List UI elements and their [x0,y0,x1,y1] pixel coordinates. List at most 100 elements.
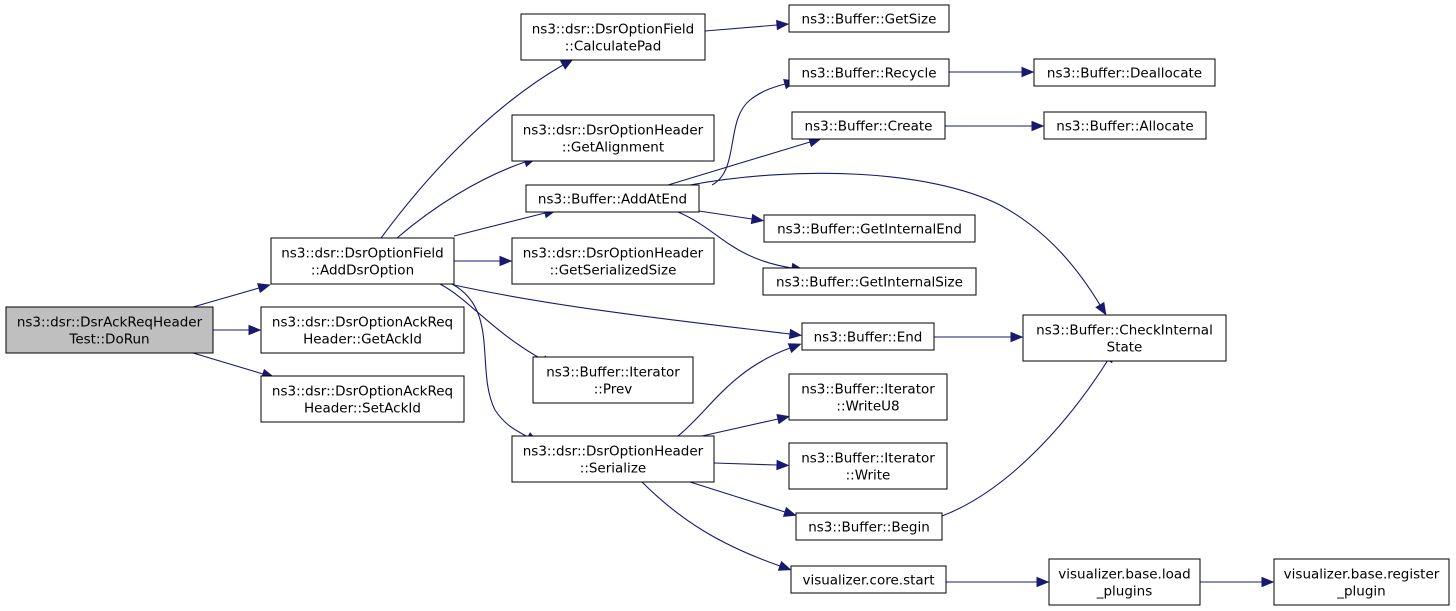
node-box [270,237,455,285]
edge-line [667,141,811,186]
node-label-line: ::GetAlignment [562,140,664,156]
node-recycle[interactable]: ns3::Buffer::Recycle [788,58,950,87]
arrowhead-icon [1021,66,1035,78]
edge-serialize-to-writeU8 [701,413,791,437]
edge-doRun-to-setAckId [192,352,275,379]
node-create[interactable]: ns3::Buffer::Create [791,111,946,140]
arrowhead-icon [776,459,790,471]
arrowhead-icon [1261,576,1275,588]
node-box [1033,58,1216,87]
node-label-line: ::Write [846,468,891,484]
node-getSize[interactable]: ns3::Buffer::GetSize [788,4,950,33]
node-allocate[interactable]: ns3::Buffer::Allocate [1043,111,1207,140]
node-label-line: ns3::Buffer::Deallocate [1047,66,1202,82]
node-label-line: Header::SetAckId [304,401,421,417]
edge-serialize-to-end [677,343,802,437]
node-begin[interactable]: ns3::Buffer::Begin [795,512,943,541]
node-serialize[interactable]: ns3::dsr::DsrOptionHeader::Serialize [511,435,715,483]
arrowhead-icon [782,506,797,517]
node-label-line: visualizer.core.start [802,573,934,589]
node-addAtEnd[interactable]: ns3::Buffer::AddAtEnd [525,184,700,213]
node-getSerializedSize[interactable]: ns3::dsr::DsrOptionHeader::GetSerialized… [511,237,715,285]
node-label-line: ns3::dsr::DsrOptionHeader [523,246,704,262]
node-writeU8[interactable]: ns3::Buffer::Iterator::WriteU8 [788,373,948,421]
node-write[interactable]: ns3::Buffer::Iterator::Write [788,442,948,490]
arrowhead-icon [499,255,513,267]
edge-vizStart-to-loadPlugins [946,576,1050,588]
node-box [1048,558,1201,606]
node-box [788,58,950,87]
edge-addAtEnd-to-recycle [711,79,797,186]
node-label-line: ns3::Buffer::GetInternalEnd [777,222,962,238]
node-box [520,13,706,61]
node-box [532,356,694,404]
node-label-line: State [1107,340,1143,356]
node-label-line: ns3::Buffer::Allocate [1056,119,1193,135]
node-label-line: ns3::dsr::DsrOptionField [532,22,694,38]
edge-line [713,462,778,466]
node-loadPlugins[interactable]: visualizer.base.load_plugins [1048,558,1201,606]
node-calculatePad[interactable]: ns3::dsr::DsrOptionField::CalculatePad [520,13,706,61]
node-box [788,442,948,490]
node-label-line: ns3::Buffer::Create [805,119,933,135]
node-getInternalEnd[interactable]: ns3::Buffer::GetInternalEnd [763,214,976,243]
node-label-line: _plugins [1096,584,1153,600]
node-addDsrOption[interactable]: ns3::dsr::DsrOptionField::AddDsrOption [270,237,455,285]
edge-line [453,284,791,335]
node-box [1022,314,1227,362]
node-deallocate[interactable]: ns3::Buffer::Deallocate [1033,58,1216,87]
node-box [795,512,943,541]
edge-recycle-to-deallocate [949,66,1035,78]
node-vizStart[interactable]: visualizer.core.start [790,565,947,594]
node-label-line: Test::DoRun [68,332,149,348]
node-label-line: ::WriteU8 [836,399,899,415]
node-registerPlugin[interactable]: visualizer.base.register_plugin [1273,558,1450,606]
edge-addDsrOption-to-getAlignment [396,157,537,239]
node-getAlignment[interactable]: ns3::dsr::DsrOptionHeader::GetAlignment [511,114,715,162]
node-label-line: ns3::Buffer::End [814,330,923,346]
arrowhead-icon [788,328,803,340]
arrowhead-icon [1036,576,1050,588]
node-iterPrev[interactable]: ns3::Buffer::Iterator::Prev [532,356,694,404]
arrowhead-icon [776,19,790,31]
edge-line [689,172,1101,306]
node-label-line: ::Serialize [580,461,646,477]
arrowhead-icon [248,324,262,336]
edge-line [677,347,791,437]
edge-line [698,210,753,220]
edge-addDsrOption-to-serialize [451,283,539,443]
node-box [791,111,946,140]
node-box [511,237,715,285]
node-label-line: ns3::Buffer::CheckInternal [1036,323,1213,339]
node-box [790,565,947,594]
edge-line [453,212,546,237]
node-box [788,373,948,421]
node-box [1043,111,1207,140]
node-box [762,267,977,296]
node-label-line: ns3::dsr::DsrAckReqHeader [17,315,203,331]
node-label-line: ns3::dsr::DsrOptionField [281,246,443,262]
arrowhead-icon [1010,331,1024,343]
node-setAckId[interactable]: ns3::dsr::DsrOptionAckReqHeader::SetAckI… [260,375,465,423]
node-end[interactable]: ns3::Buffer::End [801,322,935,351]
edge-line [451,283,529,438]
arrowhead-icon [787,343,802,354]
node-box [260,306,465,354]
node-getAckId[interactable]: ns3::dsr::DsrOptionAckReqHeader::GetAckI… [260,306,465,354]
node-box [5,306,214,354]
node-box [511,435,715,483]
edge-line [704,24,778,32]
node-getInternalSize[interactable]: ns3::Buffer::GetInternalSize [762,267,977,296]
node-label-line: ns3::dsr::DsrOptionHeader [523,444,704,460]
node-label-line: ns3::Buffer::Recycle [801,66,936,82]
edge-addDsrOption-to-addAtEnd [453,208,557,237]
edge-line [941,359,1109,517]
node-box [511,114,715,162]
node-label-line: visualizer.base.load [1058,567,1190,583]
edge-line [192,287,260,308]
edge-line [439,283,544,361]
node-label-line: ns3::Buffer::AddAtEnd [538,192,687,208]
node-label-line: ns3::Buffer::GetInternalSize [776,275,963,291]
